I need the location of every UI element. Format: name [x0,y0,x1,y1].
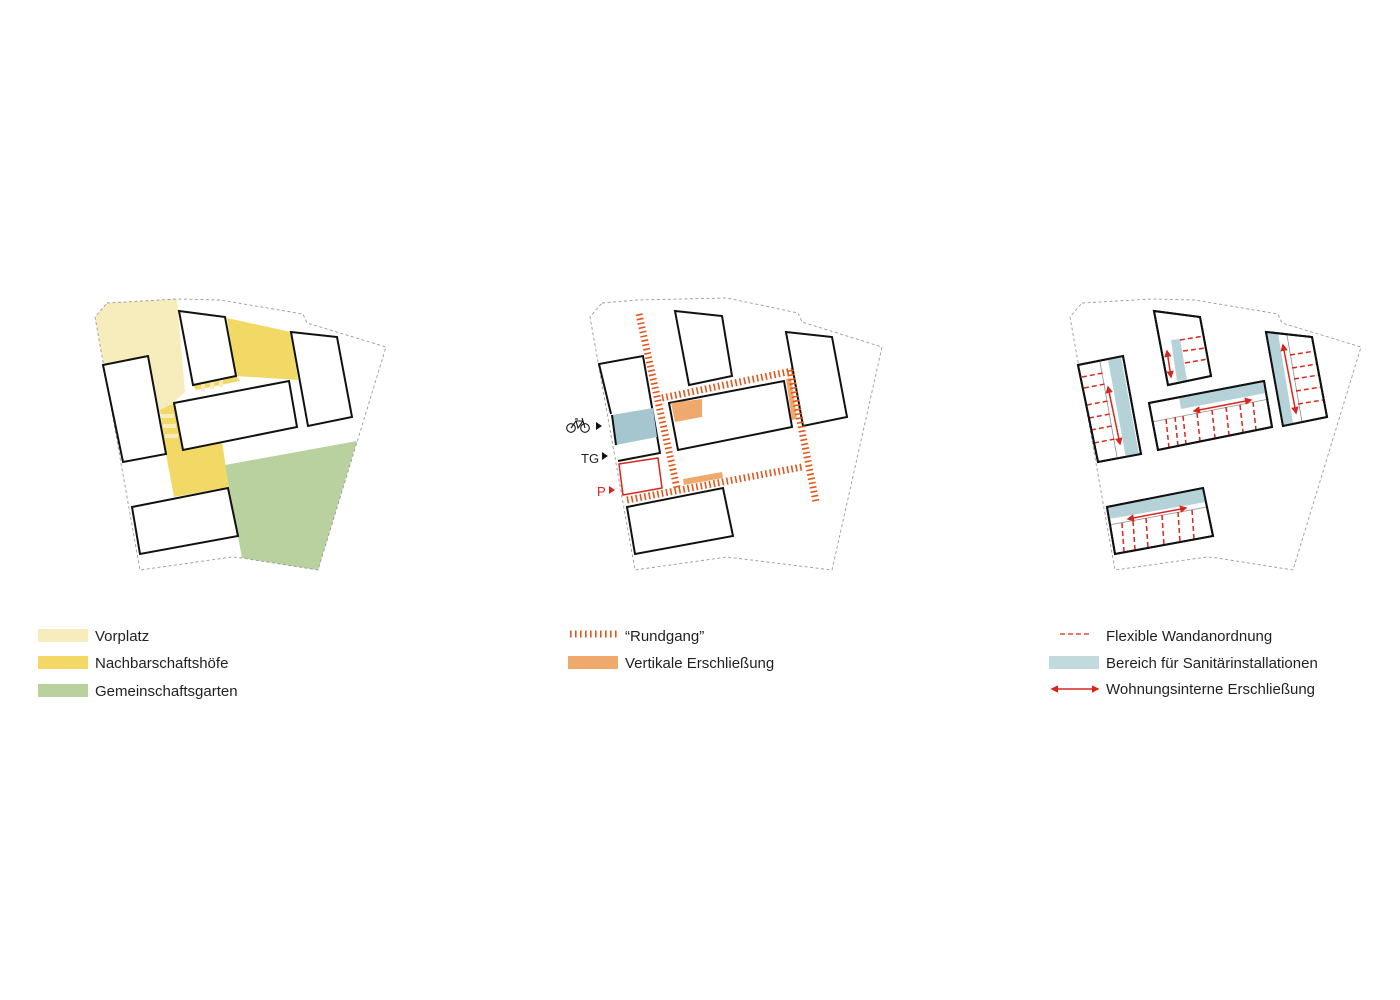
vertical-circulation-core [671,399,702,422]
p-label: P [597,484,606,499]
building-north [1152,309,1213,387]
diagram-circulation: TG P [566,297,883,571]
building-south [1105,486,1215,556]
swatch-sanitaer [1049,656,1099,669]
legend-label: Flexible Wandanordnung [1106,628,1272,645]
internal-circulation-arrow [1164,349,1174,379]
internal-circulation-arrow [1280,343,1299,415]
internal-circulation-arrow [1105,385,1123,446]
diagram-floorplan-flexibility [1069,298,1362,571]
legend-open-space: Vorplatz Nachbarschaftshöfe Gemeinschaft… [38,628,238,700]
legend-label: Wohnungsinterne Erschließung [1106,681,1315,698]
legend-label: Vorplatz [95,628,149,645]
legend-floorplan: Flexible Wandanordnung Bereich für Sanit… [1049,628,1318,698]
internal-circulation-arrow [1126,505,1188,522]
p-arrow-icon [609,486,615,494]
parking-area [618,457,663,496]
diagram-open-space [94,298,387,571]
legend-label: Bereich für Sanitärinstallationen [1106,655,1318,672]
swatch-vertikale-erschliessung [568,656,618,669]
bicycle-icon [566,417,590,433]
building-center [172,379,299,452]
legend-label: Nachbarschaftshöfe [95,655,228,672]
building-west [1076,354,1143,464]
building-west [101,354,168,464]
building-south [625,486,735,556]
community-garden-area [225,441,357,570]
sanitary-zone [1171,339,1187,381]
sanitary-zone [1108,357,1139,458]
legend-label: Gemeinschaftsgarten [95,683,238,700]
flexible-walls [1179,335,1209,364]
neighbourhood-courtyard-north [227,318,298,380]
vertical-circulation-east [786,378,797,420]
buildings [101,309,354,556]
vorplatz-area [95,299,185,412]
site-boundary [94,298,387,571]
building-west [597,354,662,462]
bike-arrow-icon [596,422,602,430]
building-east [784,330,849,428]
parking-entrance: P [597,484,615,499]
building-north [673,309,734,387]
neighbourhood-courtyard-south [160,403,229,497]
building-east [1264,330,1329,428]
flexible-walls [1121,509,1195,553]
bike-storage-area [612,408,657,445]
vertical-circulation-strip [683,472,723,485]
tg-label: TG [581,451,599,466]
swatch-gemeinschaftsgarten [38,684,88,697]
tg-arrow-icon [602,452,608,460]
legend-label: “Rundgang” [625,628,704,645]
building-west-edge [611,414,617,446]
building-south [130,486,240,556]
rundgang-path [626,313,820,504]
tg-entrance: TG [581,451,608,466]
building-center [667,379,794,452]
building-center [1147,379,1274,452]
crossing-stripes [161,380,223,438]
swatch-nachbarschaftshoefe [38,656,88,669]
building-east [289,330,354,428]
legend-label: Vertikale Erschließung [625,655,774,672]
legend-circulation: “Rundgang” Vertikale Erschließung [568,628,774,672]
internal-circulation-arrow [1192,397,1253,414]
bike-entrance [566,417,602,433]
site-boundary [589,297,883,571]
swatch-vorplatz [38,629,88,642]
building-north [177,309,238,387]
site-boundary [1069,298,1362,571]
